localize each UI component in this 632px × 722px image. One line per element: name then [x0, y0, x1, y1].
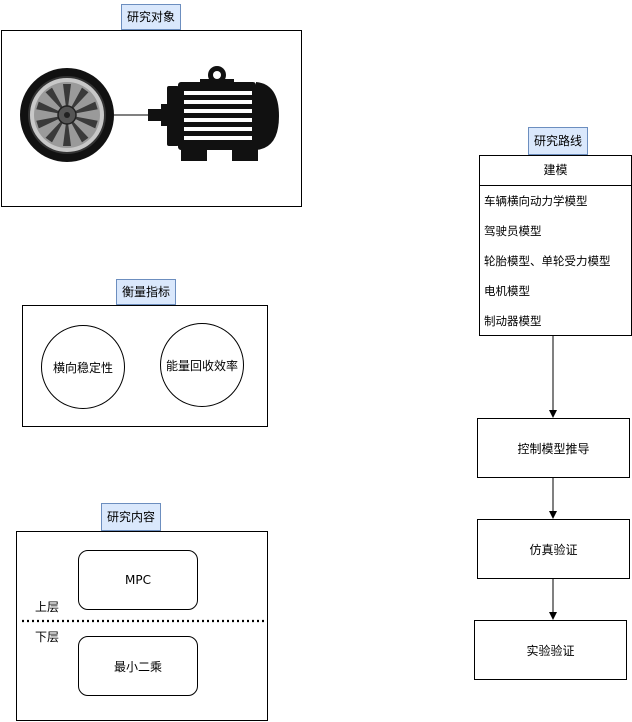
step-simulation: 仿真验证 — [477, 519, 630, 579]
step-control-model: 控制模型推导 — [477, 418, 630, 478]
upper-method-box: MPC — [78, 550, 198, 610]
upper-layer-label: 上层 — [35, 600, 60, 614]
metric-energy-recovery: 能量回收效率 — [160, 323, 244, 407]
lower-method-box: 最小二乘 — [78, 636, 198, 696]
step-experiment: 实验验证 — [474, 620, 627, 680]
research-content-title: 研究内容 — [101, 503, 161, 531]
modeling-header: 建模 — [480, 156, 631, 186]
research-object-title: 研究对象 — [121, 4, 181, 30]
arrowhead — [549, 410, 557, 418]
modeling-item: 驾驶员模型 — [484, 224, 542, 238]
research-object-frame — [1, 30, 302, 207]
metrics-title: 衡量指标 — [116, 279, 176, 305]
modeling-item: 轮胎模型、单轮受力模型 — [484, 254, 611, 268]
arrowhead — [549, 511, 557, 519]
arrowhead — [549, 612, 557, 620]
lower-layer-label: 下层 — [35, 630, 60, 644]
modeling-item: 车辆横向动力学模型 — [484, 194, 588, 208]
metric-lateral-stability: 横向稳定性 — [41, 325, 125, 409]
research-route-title: 研究路线 — [528, 127, 588, 155]
modeling-item: 制动器模型 — [484, 314, 542, 328]
modeling-item: 电机模型 — [484, 284, 530, 298]
research-content-frame — [16, 531, 268, 721]
modeling-container: 建模 车辆横向动力学模型 驾驶员模型 轮胎模型、单轮受力模型 电机模型 制动器模… — [479, 155, 632, 336]
